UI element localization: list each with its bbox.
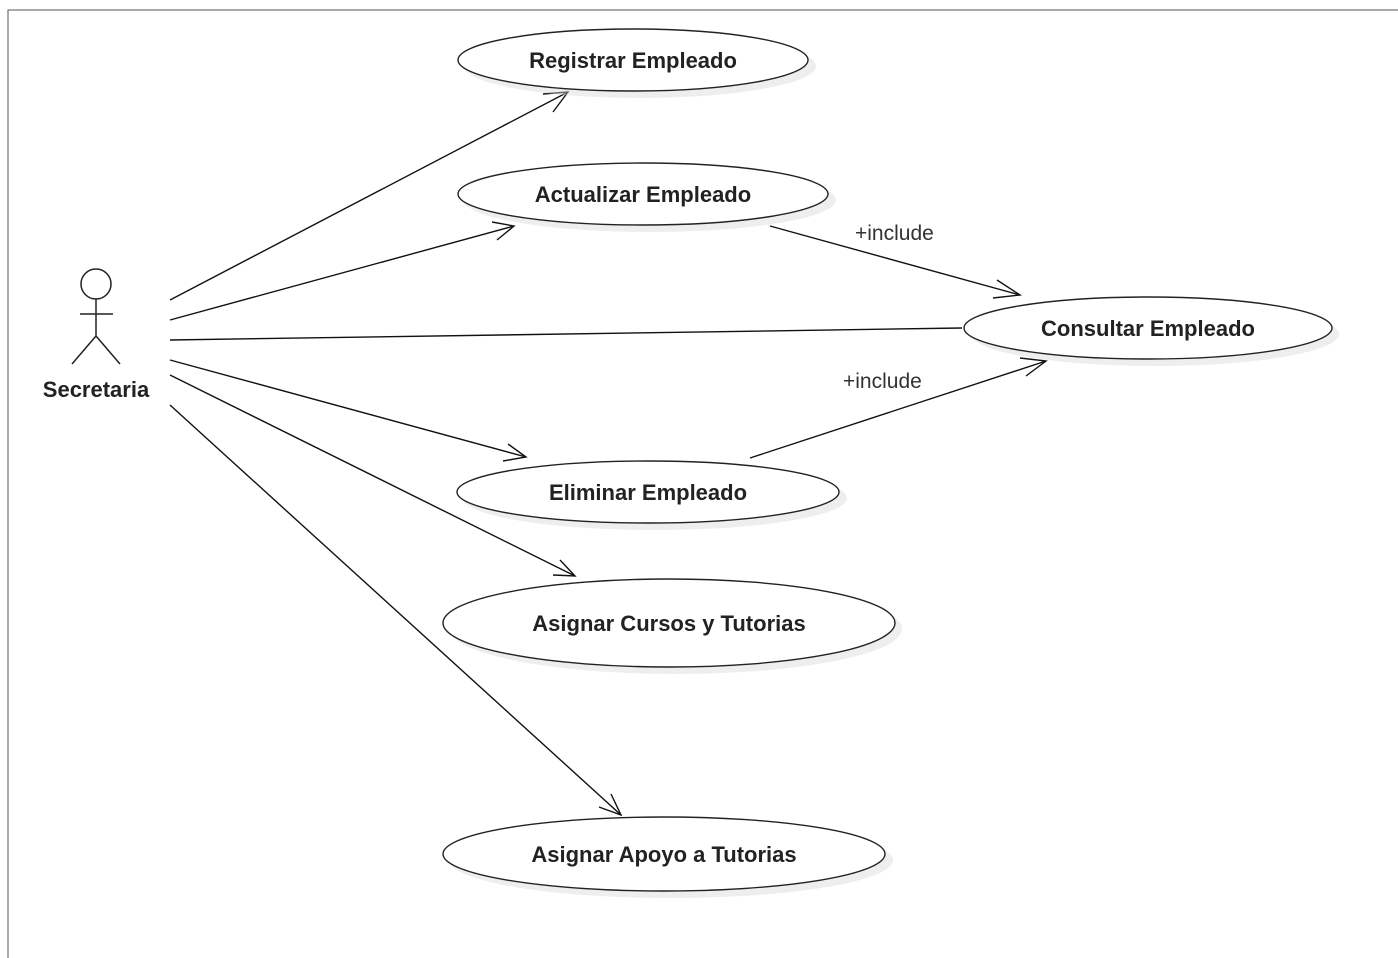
actor-left-leg bbox=[71, 335, 97, 365]
assoc-asignar-apoyo bbox=[169, 404, 622, 816]
use-case-label: Eliminar Empleado bbox=[549, 480, 747, 505]
use-case-label: Registrar Empleado bbox=[529, 48, 737, 73]
use-case-label: Actualizar Empleado bbox=[535, 182, 751, 207]
assoc-asignar-cursos bbox=[169, 374, 576, 577]
actor-right-leg bbox=[95, 335, 121, 365]
use-case-consultar[interactable]: Consultar Empleado bbox=[963, 296, 1339, 366]
arrowhead-registrar bbox=[542, 91, 570, 113]
diagram-frame bbox=[7, 9, 1398, 958]
associations bbox=[169, 91, 963, 817]
use-case-eliminar[interactable]: Eliminar Empleado bbox=[456, 460, 847, 530]
include-relations: +include +include bbox=[749, 222, 1048, 459]
use-case-registrar[interactable]: Registrar Empleado bbox=[457, 28, 816, 98]
actor-secretaria[interactable]: Secretaria bbox=[43, 268, 150, 402]
assoc-actualizar bbox=[169, 225, 515, 321]
actor-head bbox=[80, 268, 112, 300]
assoc-consultar bbox=[169, 327, 963, 341]
arrowhead-eliminar bbox=[502, 443, 528, 462]
include-arrowhead-2 bbox=[1019, 357, 1048, 377]
use-case-label: Asignar Apoyo a Tutorias bbox=[531, 842, 796, 867]
use-case-label: Consultar Empleado bbox=[1041, 316, 1255, 341]
use-case-actualizar[interactable]: Actualizar Empleado bbox=[457, 162, 836, 232]
assoc-eliminar bbox=[169, 359, 527, 458]
use-case-label: Asignar Cursos y Tutorias bbox=[532, 611, 805, 636]
include-arrowhead-1 bbox=[992, 279, 1023, 299]
include-eliminar-consultar bbox=[749, 360, 1047, 459]
include-actualizar-consultar bbox=[769, 225, 1021, 296]
use-case-asignar-apoyo[interactable]: Asignar Apoyo a Tutorias bbox=[442, 816, 893, 898]
arrowhead-asignar-cursos bbox=[552, 559, 577, 577]
arrowhead-actualizar bbox=[491, 221, 516, 241]
include-label-2: +include bbox=[843, 370, 922, 393]
use-case-asignar-cursos[interactable]: Asignar Cursos y Tutorias bbox=[442, 578, 902, 674]
assoc-registrar bbox=[169, 91, 569, 301]
arrowhead-asignar-apoyo bbox=[598, 793, 623, 817]
actor-name: Secretaria bbox=[43, 377, 150, 402]
include-label-1: +include bbox=[855, 222, 934, 245]
